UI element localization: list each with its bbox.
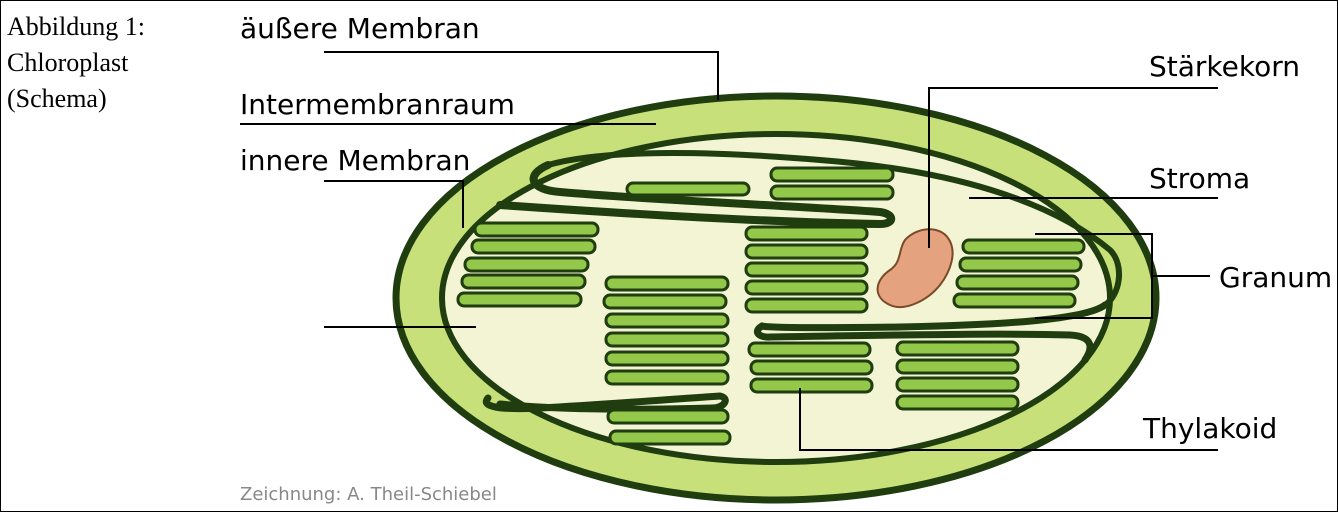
- thylakoid-disc: [960, 258, 1081, 271]
- granum-stack-2: [604, 277, 730, 444]
- thylakoid-disc: [465, 258, 588, 271]
- thylakoid-disc: [963, 240, 1084, 253]
- thylakoid-disc: [957, 276, 1078, 289]
- thylakoid-disc: [627, 183, 749, 195]
- thylakoid-disc: [604, 295, 726, 308]
- thylakoid-disc: [751, 361, 872, 374]
- thylakoid-disc: [458, 293, 581, 306]
- thylakoid-disc: [746, 299, 867, 312]
- thylakoid-disc: [746, 245, 867, 258]
- label-inner-membrane: innere Membran: [240, 144, 470, 177]
- thylakoid-disc: [749, 343, 870, 356]
- label-granum: Granum: [1219, 261, 1332, 294]
- thylakoid-disc: [954, 294, 1075, 307]
- thylakoid-disc: [462, 275, 585, 288]
- label-stroma: Stroma: [1149, 162, 1250, 195]
- thylakoid-disc: [897, 396, 1018, 409]
- thylakoid-disc: [606, 333, 728, 346]
- thylakoid-disc: [472, 240, 595, 253]
- thylakoid-disc: [606, 352, 728, 365]
- thylakoid-disc: [751, 379, 872, 392]
- label-thylakoid: Thylakoid: [1142, 412, 1277, 445]
- thylakoid-disc: [746, 263, 867, 276]
- label-intermembrane-space: Intermembranraum: [240, 88, 515, 121]
- thylakoid-disc: [897, 342, 1018, 355]
- thylakoid-disc: [897, 378, 1018, 391]
- thylakoid-disc: [610, 431, 730, 444]
- thylakoid-disc: [606, 277, 728, 290]
- thylakoid-disc: [606, 371, 728, 384]
- thylakoid-disc: [606, 314, 728, 327]
- granum-stack-1: [458, 223, 598, 306]
- label-starch-grain: Stärkekorn: [1149, 50, 1300, 83]
- thylakoid-disc: [746, 281, 867, 294]
- thylakoid-disc: [475, 223, 598, 236]
- thylakoid-disc: [771, 168, 893, 181]
- label-outer-membrane: äußere Membran: [240, 12, 480, 45]
- thylakoid-disc: [608, 410, 728, 423]
- thylakoid-disc: [771, 186, 893, 199]
- thylakoid-disc: [746, 227, 867, 240]
- thylakoid-disc: [897, 360, 1018, 373]
- drawing-credit: Zeichnung: A. Theil-Schiebel: [240, 484, 497, 505]
